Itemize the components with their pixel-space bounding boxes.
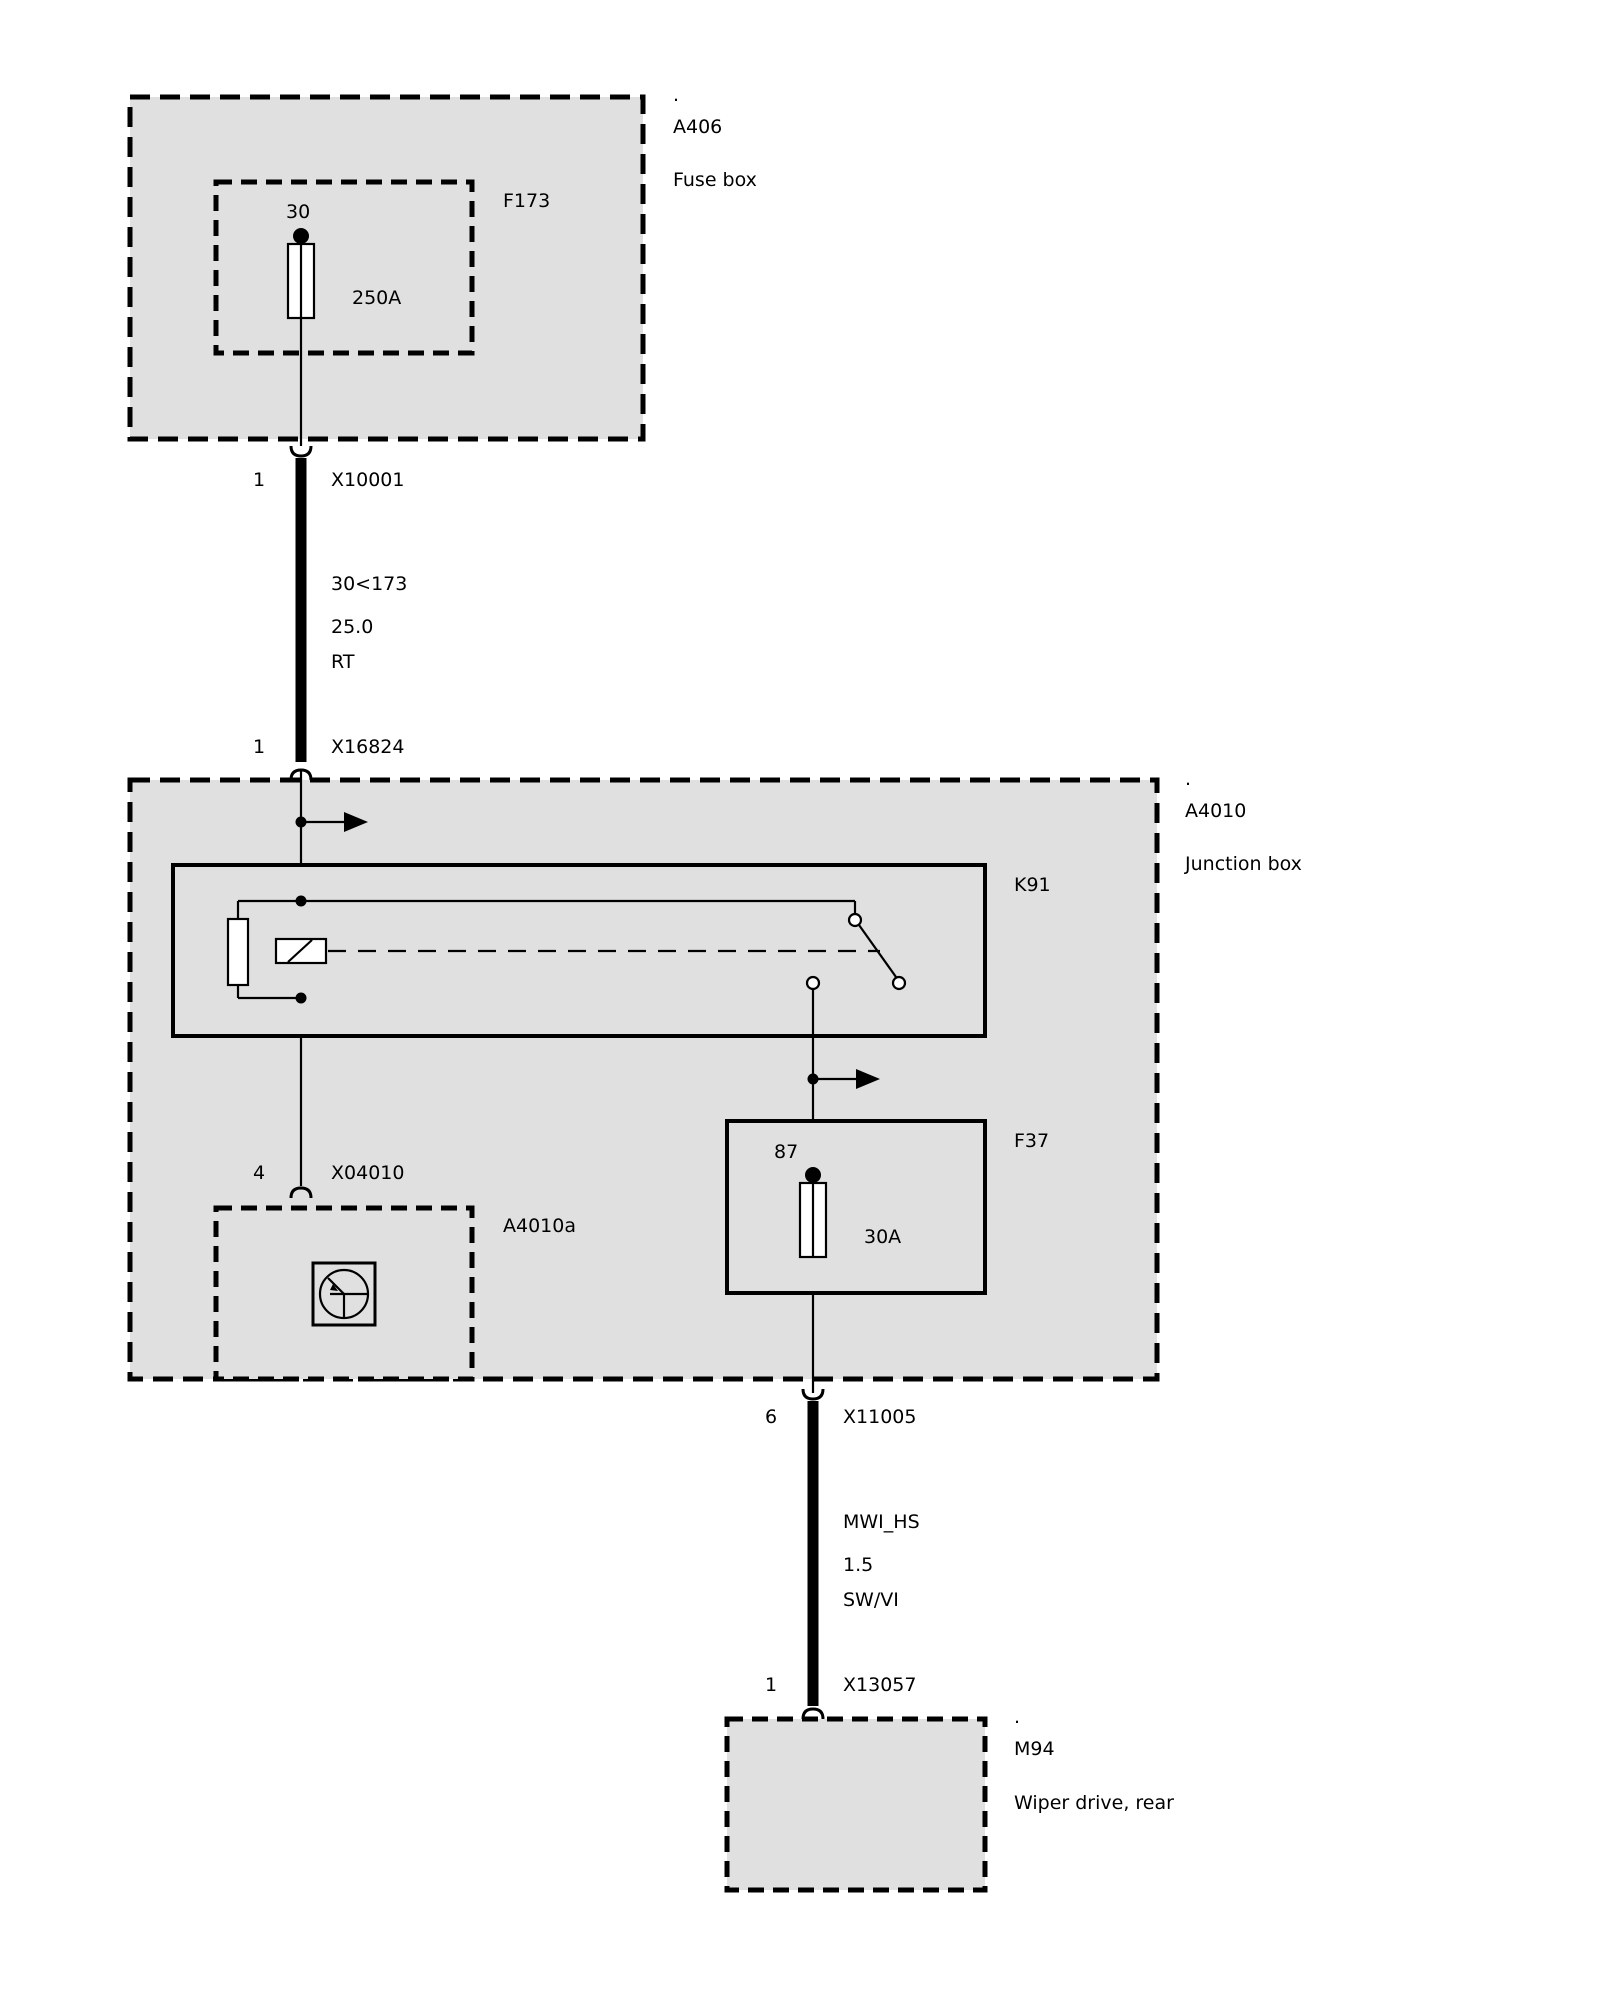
wire-lower-cross-section: 1.5 bbox=[843, 1554, 873, 1576]
module-a4010a: A4010a bbox=[213, 1205, 576, 1382]
relay-k91: K91 bbox=[171, 863, 1051, 1038]
connector-x04010-symbol bbox=[289, 1186, 313, 1199]
connector-x13057-symbol bbox=[801, 1707, 825, 1720]
fuse-f37-outline bbox=[725, 1119, 987, 1295]
fuse-f173-rating: 250A bbox=[352, 287, 401, 309]
connector-x10001-code: X10001 bbox=[331, 469, 404, 491]
wire-upper-cross-section: 25.0 bbox=[331, 616, 373, 638]
connector-x11005-code: X11005 bbox=[843, 1406, 916, 1428]
module-a406-dot: . bbox=[673, 84, 679, 106]
arrow-right-icon bbox=[856, 1069, 880, 1089]
relay-k91-code: K91 bbox=[1014, 874, 1051, 896]
connector-x16824: 1 X16824 bbox=[253, 736, 404, 758]
fuse-f173: F173 30 250A bbox=[213, 179, 550, 356]
fuse-f173-terminal bbox=[293, 228, 309, 244]
fuse-f173-code: F173 bbox=[503, 190, 550, 212]
connector-x16824-pin: 1 bbox=[253, 736, 265, 758]
connector-x04010: 4 X04010 bbox=[253, 1162, 404, 1199]
module-m94: . M94 Wiper drive, rear bbox=[724, 1706, 1174, 1893]
relay-nc-contact bbox=[891, 975, 907, 991]
fuse-f37-terminal bbox=[805, 1167, 821, 1183]
module-a406-code: A406 bbox=[673, 116, 722, 138]
branch-arrow-lower bbox=[807, 1069, 880, 1089]
connector-x16824-code: X16824 bbox=[331, 736, 404, 758]
connector-x10001-symbol bbox=[289, 445, 313, 458]
connector-x11005-symbol bbox=[801, 1388, 825, 1401]
wire-lower-signal: MWI_HS bbox=[843, 1511, 920, 1533]
connector-x04010-pin: 4 bbox=[253, 1162, 265, 1184]
connector-x13057-code: X13057 bbox=[843, 1674, 916, 1696]
arrow-right-icon bbox=[344, 812, 368, 832]
wire-upper-color: RT bbox=[331, 651, 355, 673]
connector-x13057: 1 X13057 bbox=[765, 1674, 916, 1696]
connector-x04010-code: X04010 bbox=[331, 1162, 404, 1184]
module-m94-dot: . bbox=[1014, 1706, 1020, 1728]
module-a4010-code: A4010 bbox=[1185, 800, 1246, 822]
module-m94-name: Wiper drive, rear bbox=[1014, 1792, 1174, 1814]
module-a4010a-code: A4010a bbox=[503, 1215, 576, 1237]
connector-x11005: 6 X11005 bbox=[765, 1388, 916, 1428]
relay-coil-slash bbox=[287, 939, 313, 963]
connector-x10001: 1 X10001 bbox=[253, 445, 404, 491]
wire-upper-signal: 30<173 bbox=[331, 573, 407, 595]
relay-no-contact bbox=[805, 975, 821, 991]
branch-arrow-upper bbox=[295, 812, 368, 832]
connector-x13057-pin: 1 bbox=[765, 1674, 777, 1696]
transistor-icon bbox=[311, 1261, 377, 1327]
module-m94-outline bbox=[724, 1716, 988, 1893]
module-a4010-dot: . bbox=[1185, 768, 1191, 790]
fuse-f173-outline bbox=[213, 179, 475, 356]
fuse-f37-pin: 87 bbox=[774, 1141, 798, 1163]
connector-x11005-pin: 6 bbox=[765, 1406, 777, 1428]
module-a4010-name: Junction box bbox=[1184, 853, 1302, 875]
resistor-symbol bbox=[226, 917, 250, 987]
fuse-f37-code: F37 bbox=[1014, 1130, 1049, 1152]
wire-lower: MWI_HS 1.5 SW/VI bbox=[807, 1401, 920, 1706]
fuse-f37: F37 87 30A bbox=[725, 1119, 1049, 1295]
fuse-f173-pin: 30 bbox=[286, 201, 310, 223]
fuse-f37-rating: 30A bbox=[864, 1226, 901, 1248]
wire-lower-color: SW/VI bbox=[843, 1589, 899, 1611]
wire-upper: 30<173 25.0 RT bbox=[295, 458, 407, 762]
relay-common-contact bbox=[847, 912, 863, 928]
module-a406-name: Fuse box bbox=[673, 169, 757, 191]
module-m94-code: M94 bbox=[1014, 1738, 1055, 1760]
connector-x10001-pin: 1 bbox=[253, 469, 265, 491]
